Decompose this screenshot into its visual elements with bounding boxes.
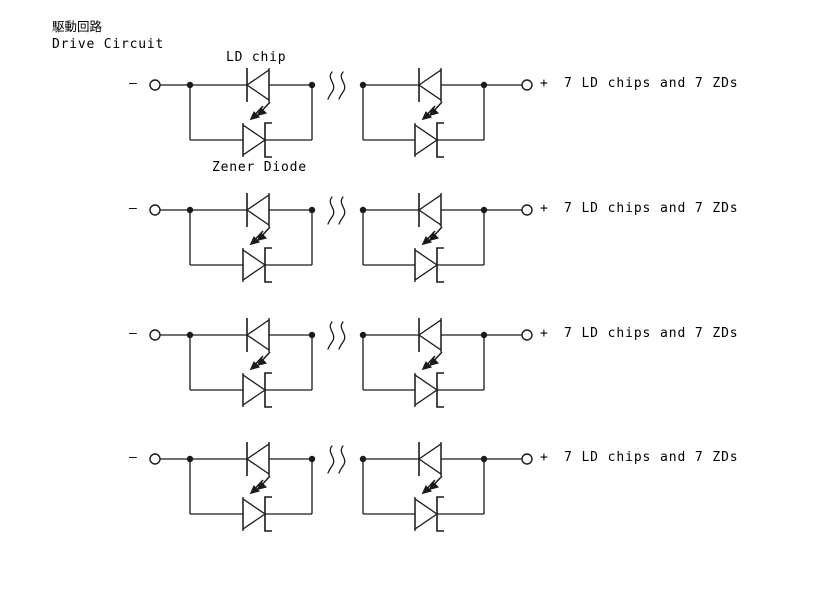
- laser-diode-left-icon: [246, 67, 271, 120]
- wire-junction-dot: [480, 206, 488, 214]
- laser-diode-right-icon: [418, 317, 443, 370]
- polarity-negative-label: –: [129, 201, 137, 216]
- wire-junction-dot: [308, 81, 316, 89]
- wire-junction-dot: [308, 331, 316, 339]
- wire-break-icon: [327, 196, 346, 225]
- wire-junction-dot: [480, 331, 488, 339]
- wire-junction-dot: [359, 331, 367, 339]
- terminal-negative[interactable]: [149, 329, 161, 341]
- wire-junction-dot: [480, 455, 488, 463]
- wire-break-icon: [327, 71, 346, 100]
- polarity-negative-label: –: [129, 326, 137, 341]
- wire-junction-dot: [186, 206, 194, 214]
- circuit-row-2: [149, 192, 533, 283]
- polarity-positive-label: +: [540, 201, 548, 216]
- terminal-positive[interactable]: [521, 79, 533, 91]
- laser-diode-left-icon: [246, 192, 271, 245]
- wire-junction-dot: [480, 81, 488, 89]
- terminal-negative[interactable]: [149, 453, 161, 465]
- wire-junction-dot: [359, 81, 367, 89]
- wire-junction-dot: [308, 455, 316, 463]
- polarity-positive-label: +: [540, 450, 548, 465]
- circuit-row-3: [149, 317, 533, 408]
- wire-junction-dot: [359, 206, 367, 214]
- page-title-english: Drive Circuit: [52, 37, 165, 52]
- page-title-japanese: 駆動回路: [52, 19, 103, 34]
- row-annotation-text: 7 LD chips and 7 ZDs: [564, 76, 739, 91]
- terminal-negative[interactable]: [149, 79, 161, 91]
- circuit-row-1: [149, 67, 533, 158]
- laser-diode-right-icon: [418, 441, 443, 494]
- circuit-row-4: [149, 441, 533, 532]
- wire-break-icon: [327, 445, 346, 474]
- row-annotation-text: 7 LD chips and 7 ZDs: [564, 326, 739, 341]
- terminal-negative[interactable]: [149, 204, 161, 216]
- terminal-positive[interactable]: [521, 453, 533, 465]
- zener-diode-label: Zener Diode: [212, 160, 307, 175]
- polarity-negative-label: –: [129, 450, 137, 465]
- wire-junction-dot: [308, 206, 316, 214]
- wire-junction-dot: [186, 331, 194, 339]
- laser-diode-left-icon: [246, 441, 271, 494]
- laser-diode-left-icon: [246, 317, 271, 370]
- wire-junction-dot: [186, 81, 194, 89]
- terminal-positive[interactable]: [521, 204, 533, 216]
- wire-junction-dot: [359, 455, 367, 463]
- laser-diode-right-icon: [418, 192, 443, 245]
- row-annotation-text: 7 LD chips and 7 ZDs: [564, 201, 739, 216]
- polarity-positive-label: +: [540, 326, 548, 341]
- wire-junction-dot: [186, 455, 194, 463]
- polarity-negative-label: –: [129, 76, 137, 91]
- laser-diode-right-icon: [418, 67, 443, 120]
- ld-chip-label: LD chip: [226, 50, 287, 65]
- polarity-positive-label: +: [540, 76, 548, 91]
- wire-break-icon: [327, 321, 346, 350]
- terminal-positive[interactable]: [521, 329, 533, 341]
- row-annotation-text: 7 LD chips and 7 ZDs: [564, 450, 739, 465]
- diagram-title-block: 駆動回路 Drive Circuit: [52, 18, 164, 54]
